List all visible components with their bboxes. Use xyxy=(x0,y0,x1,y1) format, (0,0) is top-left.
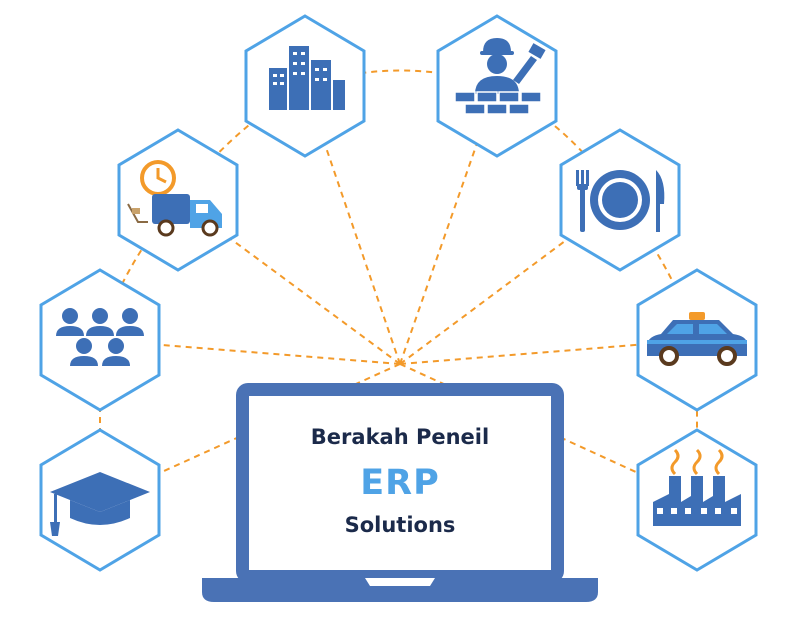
delivery-truck-icon xyxy=(127,160,222,237)
factory-icon xyxy=(653,448,741,526)
industry-hex-education xyxy=(39,428,161,572)
laptop-base xyxy=(202,578,598,602)
industry-hex-manufacturing xyxy=(636,428,758,572)
connector-line xyxy=(399,339,698,365)
people-group-icon xyxy=(56,308,144,366)
graduation-cap-icon xyxy=(50,472,150,536)
taxi-car-icon xyxy=(647,312,747,366)
laptop-notch xyxy=(365,578,435,586)
industry-hex-transport xyxy=(636,268,758,412)
screen-title-line1: Berakah Peneil xyxy=(310,425,490,449)
plate-fork-knife-icon xyxy=(576,170,665,232)
laptop-screen xyxy=(249,396,551,570)
industry-hex-logistics xyxy=(117,128,239,272)
industry-hex-buildings xyxy=(244,14,366,158)
laptop xyxy=(202,383,598,602)
connector-line xyxy=(399,199,621,365)
connector-line xyxy=(177,199,401,365)
industry-hex-hr xyxy=(39,268,161,412)
industry-hex-restaurant xyxy=(559,128,681,272)
screen-title-line3: Solutions xyxy=(344,513,456,537)
screen-title-erp: ERP xyxy=(360,463,440,503)
buildings-icon xyxy=(269,46,345,110)
industry-hex-construction xyxy=(436,14,558,158)
construction-worker-icon xyxy=(454,38,546,115)
